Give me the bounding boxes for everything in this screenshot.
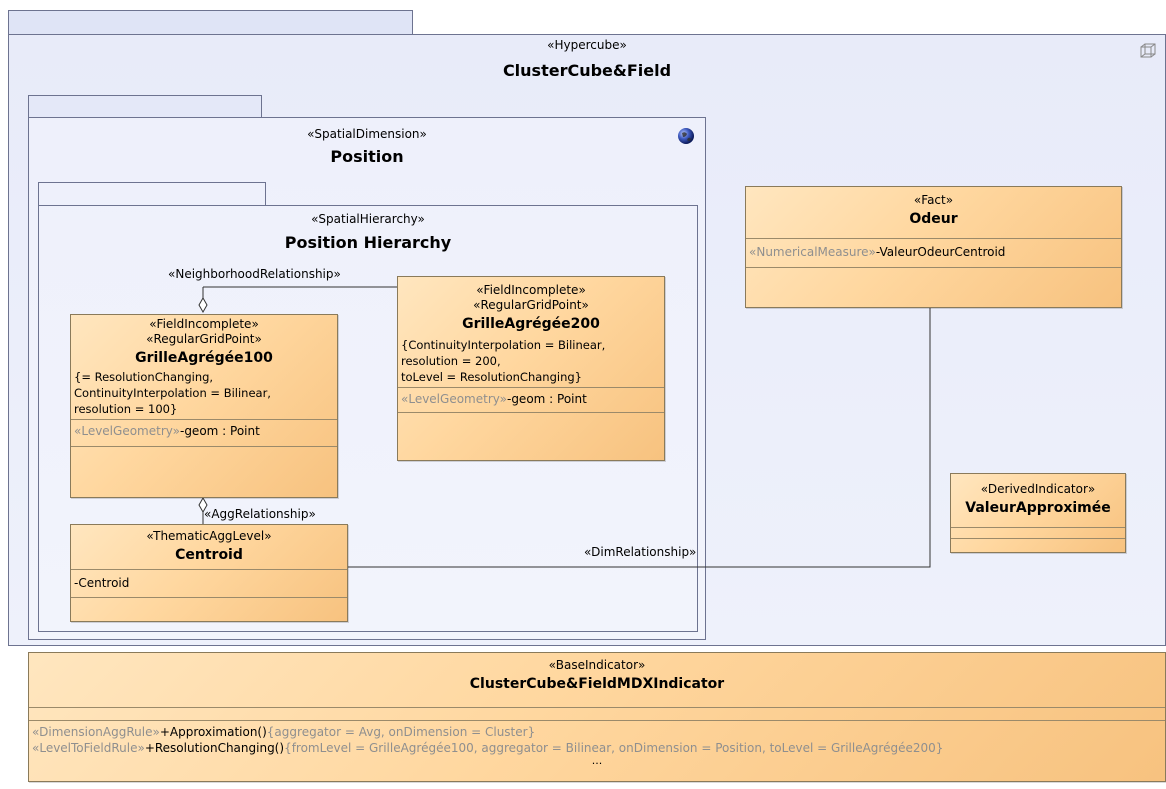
hypercube-name: ClusterCube&Field (502, 61, 672, 80)
fact-name: Odeur (909, 211, 958, 227)
grille100-attribute-text: -geom : Point (179, 424, 260, 438)
operation-approximation-stereotype: «DimensionAggRule» (32, 725, 160, 739)
derived-name: ValeurApproximée (965, 500, 1111, 516)
grille100-attribute-stereotype: «LevelGeometry» (74, 424, 180, 438)
agg-relationship-label: «AggRelationship» (204, 507, 316, 521)
operation-resolution-changing: «LevelToFieldRule»+ResolutionChanging(){… (29, 740, 1165, 756)
hierarchy-package-tab (38, 182, 266, 206)
grille200-constraint: {ContinuityInterpolation = Bilinear, res… (401, 338, 606, 384)
grille100-stereotype-1: «FieldIncomplete» (149, 317, 259, 331)
operation-approximation: «DimensionAggRule»+Approximation(){aggre… (29, 724, 1165, 740)
grille200-name: GrilleAgrégée200 (462, 316, 600, 332)
fact-attribute: «NumericalMeasure»-ValeurOdeurCentroid (746, 239, 1121, 263)
base-indicator-name: ClusterCube&FieldMDXIndicator (469, 676, 725, 692)
fact-attribute-stereotype: «NumericalMeasure» (749, 245, 876, 259)
hierarchy-stereotype: «SpatialHierarchy» (311, 212, 425, 226)
operation-resolution-stereotype: «LevelToFieldRule» (32, 741, 145, 755)
centroid-attribute: -Centroid (74, 576, 130, 590)
position-stereotype: «SpatialDimension» (307, 127, 427, 141)
operation-approximation-constraint: {aggregator = Avg, onDimension = Cluster… (266, 725, 536, 739)
dim-relationship-label: «DimRelationship» (584, 545, 697, 559)
grille200-attribute-text: -geom : Point (506, 392, 587, 406)
fact-odeur-class[interactable]: «Fact» Odeur «NumericalMeasure»-ValeurOd… (745, 186, 1122, 308)
grille200-stereotype-2: «RegularGridPoint» (473, 298, 589, 312)
centroid-name: Centroid (175, 547, 243, 563)
centroid-class[interactable]: «ThematicAggLevel» Centroid -Centroid (70, 524, 348, 622)
hierarchy-package[interactable] (38, 205, 698, 632)
hypercube-stereotype: «Hypercube» (547, 38, 627, 52)
more-operations-ellipsis: ... (591, 754, 603, 767)
derived-stereotype: «DerivedIndicator» (980, 482, 1096, 496)
grille100-attribute: «LevelGeometry»-geom : Point (71, 420, 337, 442)
operation-approximation-name: +Approximation() (159, 725, 267, 739)
grille100-class[interactable]: «FieldIncomplete» «RegularGridPoint» Gri… (70, 314, 338, 498)
grille100-name: GrilleAgrégée100 (135, 350, 273, 366)
neighborhood-relationship-label: «NeighborhoodRelationship» (168, 267, 341, 281)
hypercube-package-tab (8, 10, 413, 35)
grille100-stereotype-2: «RegularGridPoint» (146, 332, 262, 346)
position-name: Position (330, 147, 404, 166)
grille200-class[interactable]: «FieldIncomplete» «RegularGridPoint» Gri… (397, 276, 665, 461)
fact-stereotype: «Fact» (913, 193, 954, 207)
grille200-stereotype-1: «FieldIncomplete» (476, 283, 586, 297)
position-package-tab (28, 95, 262, 118)
grille200-attribute-stereotype: «LevelGeometry» (401, 392, 507, 406)
grille200-attribute: «LevelGeometry»-geom : Point (398, 388, 664, 410)
operation-resolution-name: +ResolutionChanging() (144, 741, 285, 755)
neighborhood-aggregation-diamond (198, 296, 208, 314)
derived-indicator-class[interactable]: «DerivedIndicator» ValeurApproximée (950, 473, 1126, 553)
base-indicator-class[interactable]: «BaseIndicator» ClusterCube&FieldMDXIndi… (28, 652, 1166, 782)
base-indicator-stereotype: «BaseIndicator» (548, 658, 646, 672)
globe-icon (677, 127, 695, 145)
hypercube-icon (1138, 42, 1158, 60)
hierarchy-name: Position Hierarchy (284, 233, 452, 252)
centroid-stereotype: «ThematicAggLevel» (146, 529, 272, 543)
dim-relationship-line (348, 308, 931, 568)
grille100-constraint: {= ResolutionChanging, ContinuityInterpo… (74, 370, 271, 416)
operation-resolution-constraint: {fromLevel = GrilleAgrégée100, aggregato… (284, 741, 944, 755)
fact-attribute-text: -ValeurOdeurCentroid (875, 245, 1006, 259)
